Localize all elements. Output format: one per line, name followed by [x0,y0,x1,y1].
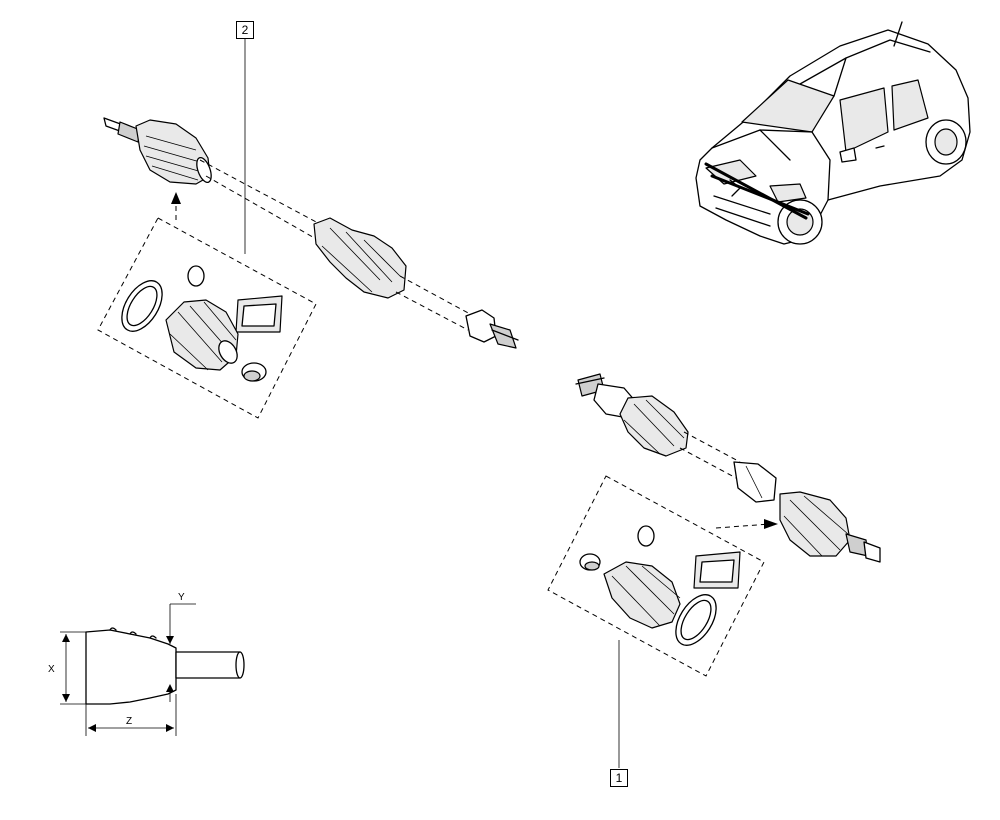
driveshaft-lower [575,373,881,563]
car-location-illustration [695,21,971,245]
boot-dimension-detail: X Y Z [48,592,245,736]
dimension-label-x: X [48,664,55,675]
callout-part-2: 2 [236,21,254,39]
callout-part-1: 1 [610,769,628,787]
driveshaft-upper [103,117,519,349]
dimension-label-y: Y [178,592,185,603]
repair-kit-lower [547,475,765,677]
repair-kit-upper [97,217,317,419]
dimension-label-z: Z [126,716,132,727]
